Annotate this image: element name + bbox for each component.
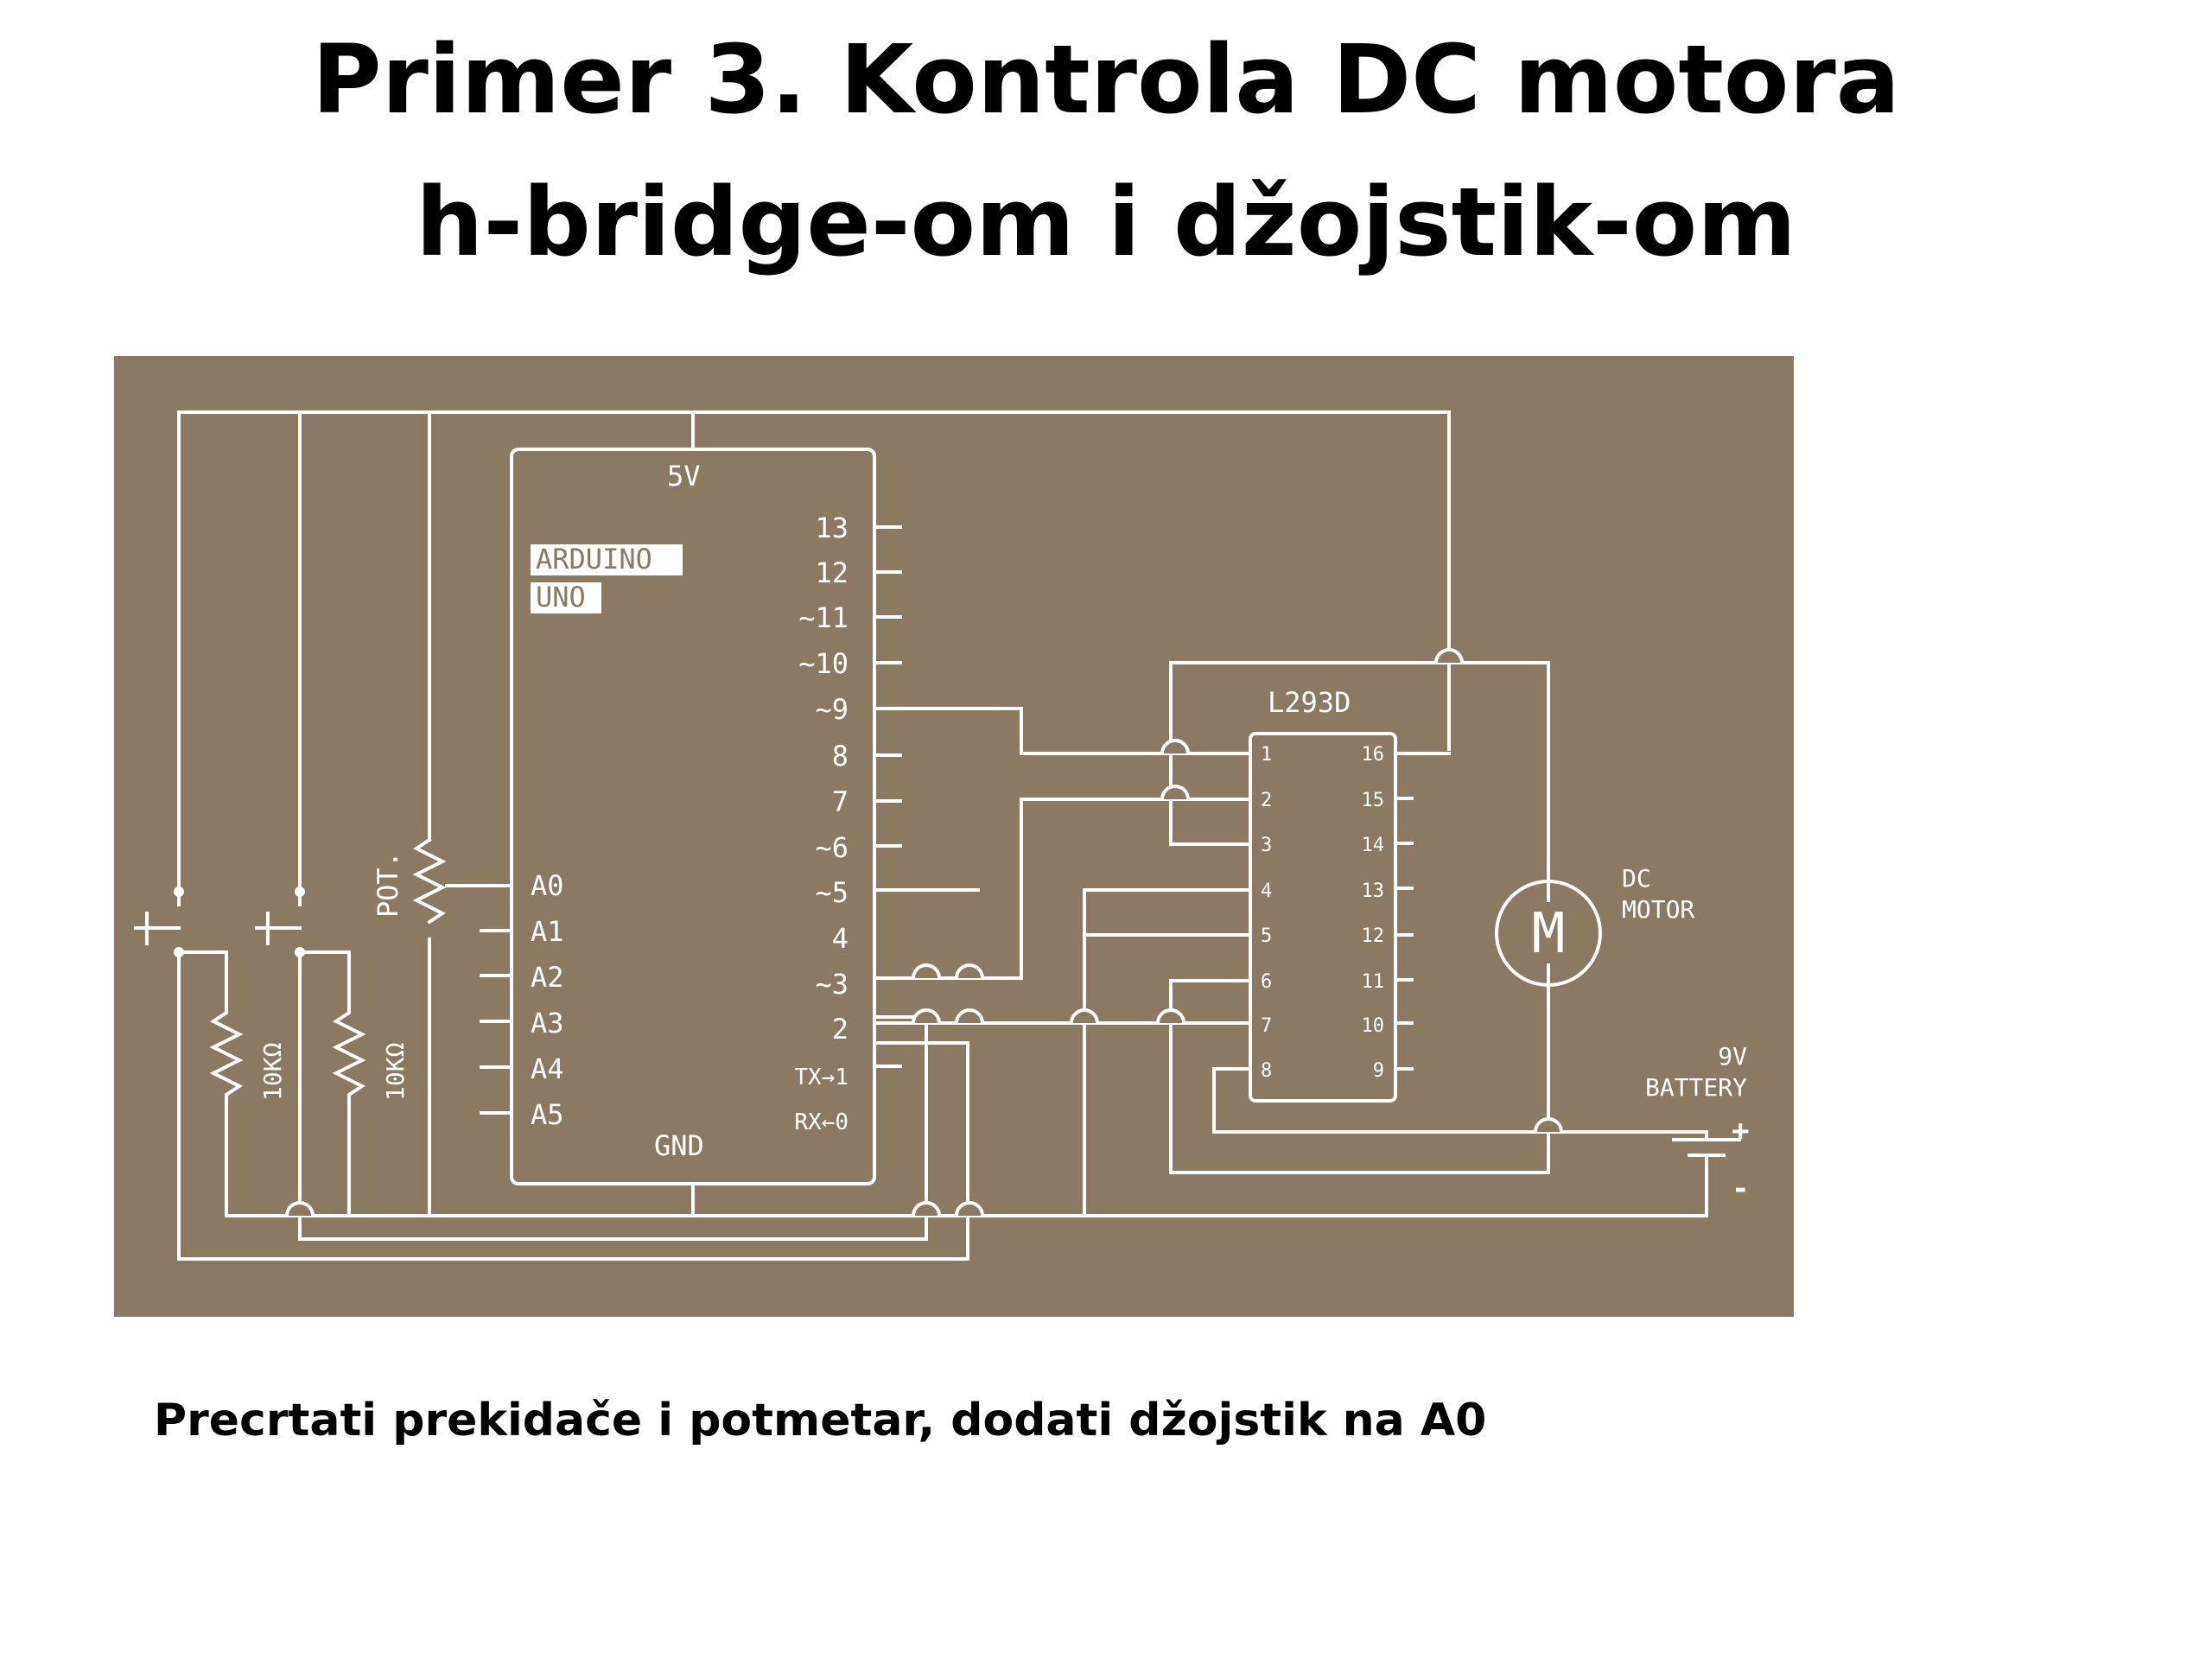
l293d-chip bbox=[1249, 732, 1397, 1103]
l293d-pin-label: 6 bbox=[1261, 971, 1272, 993]
dc-motor bbox=[1495, 880, 1602, 987]
title-line-2: h-bridge-om i džojstik-om bbox=[416, 167, 1796, 277]
pin-stubs-digital bbox=[873, 525, 902, 1068]
junction-dot bbox=[295, 947, 305, 957]
digital-pin-label: ~3 bbox=[815, 968, 849, 1001]
resistor-2 bbox=[298, 950, 366, 1217]
wire-battery-plus bbox=[1212, 1067, 1708, 1141]
potentiometer bbox=[412, 837, 447, 925]
pot-label: POT. bbox=[372, 851, 404, 918]
wire-pin3-in1 bbox=[873, 798, 1252, 980]
digital-pin-label: ~11 bbox=[798, 601, 849, 634]
motor-symbol: M bbox=[1532, 902, 1566, 966]
digital-pin-label: ~9 bbox=[815, 693, 849, 726]
resistor-2-label: 10KΩ bbox=[381, 1043, 410, 1101]
wire-5v-rail bbox=[177, 410, 1451, 751]
l293d-right-pins: 16 15 14 13 12 11 10 9 bbox=[1362, 744, 1385, 1082]
battery-label-line2: BATTERY bbox=[1645, 1073, 1747, 1102]
digital-pin-label: ~6 bbox=[815, 831, 849, 864]
l293d-pin-label: 7 bbox=[1261, 1015, 1272, 1037]
battery-plus-label: + bbox=[1732, 1114, 1749, 1148]
arduino-digital-labels: 13 12 ~11 ~10 ~9 8 7 ~6 ~5 4 ~3 2 TX→1 R… bbox=[794, 512, 849, 1135]
digital-pin-label: 7 bbox=[832, 785, 849, 818]
battery-label-line1: 9V bbox=[1718, 1042, 1747, 1071]
arduino-analog-labels: A0 A1 A2 A3 A4 A5 bbox=[531, 869, 564, 1131]
l293d-pin-label: 10 bbox=[1362, 1015, 1385, 1037]
l293d-pin-label: 15 bbox=[1362, 790, 1385, 811]
digital-pin-label: 13 bbox=[815, 512, 849, 544]
junction-dot bbox=[174, 947, 184, 957]
arduino-name-line1: ARDUINO bbox=[536, 543, 652, 575]
motor-label-line1: DC bbox=[1622, 864, 1651, 893]
battery-minus-label: - bbox=[1732, 1172, 1749, 1206]
pin-stubs-analog bbox=[480, 929, 513, 1115]
digital-pin-label: 8 bbox=[832, 740, 849, 772]
arduino-5v-label: 5V bbox=[667, 460, 701, 493]
l293d-pin-label: 9 bbox=[1373, 1060, 1384, 1082]
l293d-label: L293D bbox=[1268, 686, 1351, 719]
l293d-right-stubs bbox=[1394, 797, 1414, 1071]
digital-pin-label: ~5 bbox=[815, 876, 849, 909]
resistor-1 bbox=[177, 950, 244, 1217]
l293d-pin-label: 16 bbox=[1362, 744, 1385, 766]
arduino-name-bg2 bbox=[531, 582, 601, 613]
l293d-pin-label: 12 bbox=[1362, 925, 1385, 947]
junction-dot bbox=[174, 887, 184, 897]
analog-pin-label: A3 bbox=[531, 1007, 564, 1039]
arduino-name-line2: UNO bbox=[536, 581, 586, 613]
analog-pin-label: A5 bbox=[531, 1098, 564, 1131]
arduino-name-bg bbox=[531, 544, 683, 575]
digital-pin-label: 4 bbox=[832, 922, 849, 955]
analog-pin-label: A4 bbox=[531, 1052, 564, 1085]
resistor-1-label: 10KΩ bbox=[258, 1043, 287, 1101]
slide-caption: Precrtati prekidače i potmetar, dodati d… bbox=[154, 1395, 1487, 1446]
wire-motor-bottom bbox=[1169, 963, 1550, 1174]
digital-pin-label: TX→1 bbox=[794, 1065, 849, 1090]
digital-pin-label: 12 bbox=[815, 556, 849, 589]
l293d-pin-label: 14 bbox=[1362, 835, 1385, 856]
l293d-pin-label: 2 bbox=[1261, 790, 1272, 811]
l293d-pin-label: 5 bbox=[1261, 925, 1272, 947]
l293d-pin-label: 4 bbox=[1261, 880, 1272, 902]
slide-title: Primer 3. Kontrola DC motora h-bridge-om… bbox=[0, 9, 2212, 294]
wire-gnd-rail bbox=[225, 1154, 1708, 1217]
l293d-pin-label: 3 bbox=[1261, 835, 1272, 856]
wire-crossover bbox=[285, 648, 1563, 1217]
analog-pin-label: A1 bbox=[531, 915, 564, 948]
circuit-schematic: 5V GND ARDUINO UNO 13 12 ~11 ~10 ~9 8 7 … bbox=[114, 356, 1794, 1317]
l293d-pin-label: 11 bbox=[1362, 971, 1385, 993]
l293d-pin-label: 13 bbox=[1362, 880, 1385, 902]
junction-dot bbox=[295, 887, 305, 897]
digital-pin-label: RX←0 bbox=[794, 1109, 849, 1135]
wire-pin9-en bbox=[873, 707, 1252, 755]
wire-button1-signal bbox=[177, 968, 969, 1261]
motor-label-line2: MOTOR bbox=[1622, 895, 1694, 924]
digital-pin-label: 2 bbox=[832, 1013, 849, 1046]
l293d-pin-label: 8 bbox=[1261, 1060, 1272, 1082]
button-1 bbox=[134, 890, 181, 971]
wire-l293d-gnd bbox=[1083, 888, 1252, 1217]
digital-pin-label: ~10 bbox=[798, 647, 849, 680]
wire-button2-signal bbox=[298, 968, 928, 1241]
analog-pin-label: A2 bbox=[531, 961, 564, 994]
l293d-pin-label: 1 bbox=[1261, 744, 1272, 766]
title-line-1: Primer 3. Kontrola DC motora bbox=[312, 24, 1900, 135]
battery-symbol bbox=[1672, 1138, 1741, 1157]
button-2 bbox=[255, 890, 302, 971]
analog-pin-label: A0 bbox=[531, 869, 564, 902]
arduino-gnd-label: GND bbox=[654, 1129, 704, 1162]
l293d-left-pins: 1 2 3 4 5 6 7 8 bbox=[1261, 744, 1272, 1082]
schematic-background bbox=[114, 356, 1794, 1317]
